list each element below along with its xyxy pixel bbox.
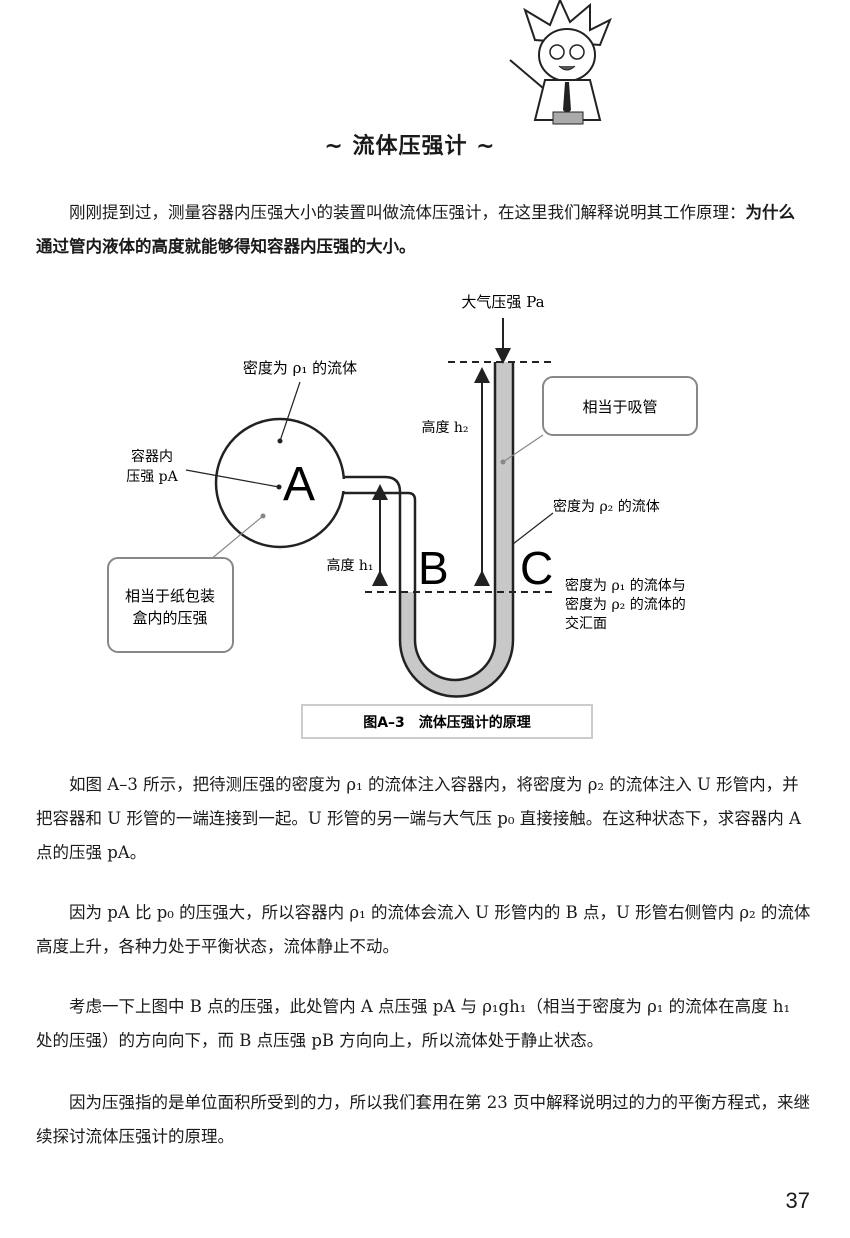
atmospheric-pressure-label: 大气压强 Pa: [461, 293, 544, 311]
interface-label-1: 密度为 ρ₁ 的流体与: [565, 577, 686, 594]
interface-label-3: 交汇面: [565, 615, 607, 632]
caption-box: [301, 704, 593, 739]
container-pressure-label-2: 压强 pA: [126, 469, 178, 485]
straw-box-text: 相当于吸管: [582, 398, 657, 416]
carton-box: [107, 557, 234, 653]
u-tube-inner: [340, 362, 497, 682]
rho2-fluid-label: 密度为 ρ₂ 的流体: [553, 498, 660, 515]
u-tube-outer: [340, 362, 515, 698]
interface-label-2: 密度为 ρ₂ 的流体的: [565, 596, 686, 613]
carton-box-text-1: 相当于纸包装: [125, 587, 215, 605]
height-h2-label: 高度 h₂: [421, 419, 468, 436]
intro-paragraph: 刚刚提到过，测量容器内压强大小的装置叫做流体压强计，在这里我们解释说明其工作原理…: [36, 196, 811, 264]
figure-caption: 图A–3 流体压强计的原理: [363, 714, 531, 731]
professor-cartoon-illustration: [509, 0, 612, 125]
paragraph-3: 考虑一下上图中 B 点的压强，此处管内 A 点压强 pA 与 ρ₁gh₁（相当于…: [36, 997, 791, 1050]
point-a-label: A: [283, 458, 315, 511]
rho1-fluid-label: 密度为 ρ₁ 的流体: [243, 359, 357, 377]
intro-text: 刚刚提到过，测量容器内压强大小的装置叫做流体压强计，在这里我们解释说明其工作原理…: [69, 203, 746, 222]
section-title: ~ 流体压强计 ~: [324, 134, 496, 159]
container-pressure-label-1: 容器内: [131, 448, 173, 465]
paragraph-1: 如图 A–3 所示，把待测压强的密度为 ρ₁ 的流体注入容器内，将密度为 ρ₂ …: [36, 775, 801, 862]
height-h1-label: 高度 h₁: [326, 557, 373, 574]
intro-emphasis: 为什么通过管内液体的高度就能够得知容器内压强的大小。: [36, 203, 795, 256]
container-circle: [214, 417, 346, 549]
carton-box-text-2: 盒内的压强: [132, 609, 207, 627]
manometer-diagram: 大气压强 Pa 密度为 ρ₁ 的流体 容器内 压强 pA A B C 高度 h₁…: [107, 293, 698, 739]
page-number: 37: [785, 1188, 810, 1213]
paragraph-2: 因为 pA 比 p₀ 的压强大，所以容器内 ρ₁ 的流体会流入 U 形管内的 B…: [36, 903, 811, 956]
fluid-rho2-fill: [400, 362, 513, 697]
point-c-label: C: [520, 542, 553, 594]
straw-box: [542, 376, 698, 436]
point-b-label: B: [418, 542, 449, 594]
paragraph-4: 因为压强指的是单位面积所受到的力，所以我们套用在第 23 页中解释说明过的力的平…: [36, 1093, 810, 1146]
